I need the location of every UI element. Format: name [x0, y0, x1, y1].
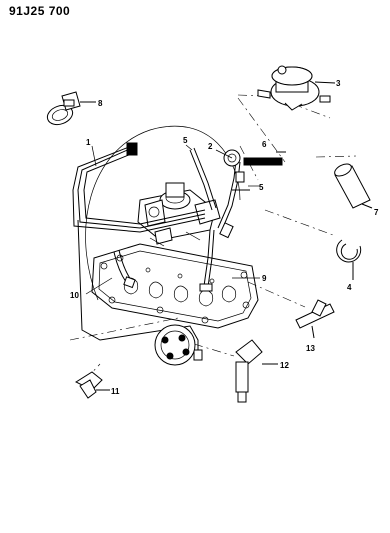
- callout-7: 7: [374, 208, 379, 217]
- callout-6: 6: [262, 140, 267, 149]
- carburetor-assembly: [137, 182, 221, 247]
- leader-lines: [85, 144, 260, 295]
- callout-10: 10: [70, 291, 79, 300]
- callout-11: 11: [111, 387, 120, 396]
- callout-13: 13: [306, 344, 315, 353]
- callout-9: 9: [262, 274, 267, 283]
- tee-fitting: [295, 299, 335, 339]
- elbow-fitting: [74, 371, 110, 399]
- callout-4: 4: [347, 283, 352, 292]
- callout-2: 2: [208, 142, 213, 151]
- callout-8: 8: [98, 99, 103, 108]
- callout-1: 1: [86, 138, 91, 147]
- vacuum-valve: [257, 65, 336, 111]
- hose-clamp-8: [46, 91, 96, 126]
- callouts: 1 2 3 4 5 5 6 7 8 9 10 11 12 13: [70, 79, 379, 396]
- valve-cover: [91, 243, 259, 329]
- clamp-ring: [336, 239, 362, 280]
- vacuum-hose: [217, 149, 241, 239]
- distributor: [154, 324, 196, 366]
- callout-5b: 5: [259, 183, 264, 192]
- callout-5a: 5: [183, 136, 188, 145]
- vacuum-tubes: [72, 142, 206, 361]
- hoses: [189, 147, 250, 211]
- callout-12: 12: [280, 361, 289, 370]
- pcv-hoses: [113, 229, 215, 292]
- pcv-valve: [235, 339, 278, 403]
- hose-section: [334, 163, 373, 209]
- decal-strip: [243, 151, 286, 166]
- diagram-code: 91J25 700: [9, 4, 71, 18]
- callout-3: 3: [336, 79, 341, 88]
